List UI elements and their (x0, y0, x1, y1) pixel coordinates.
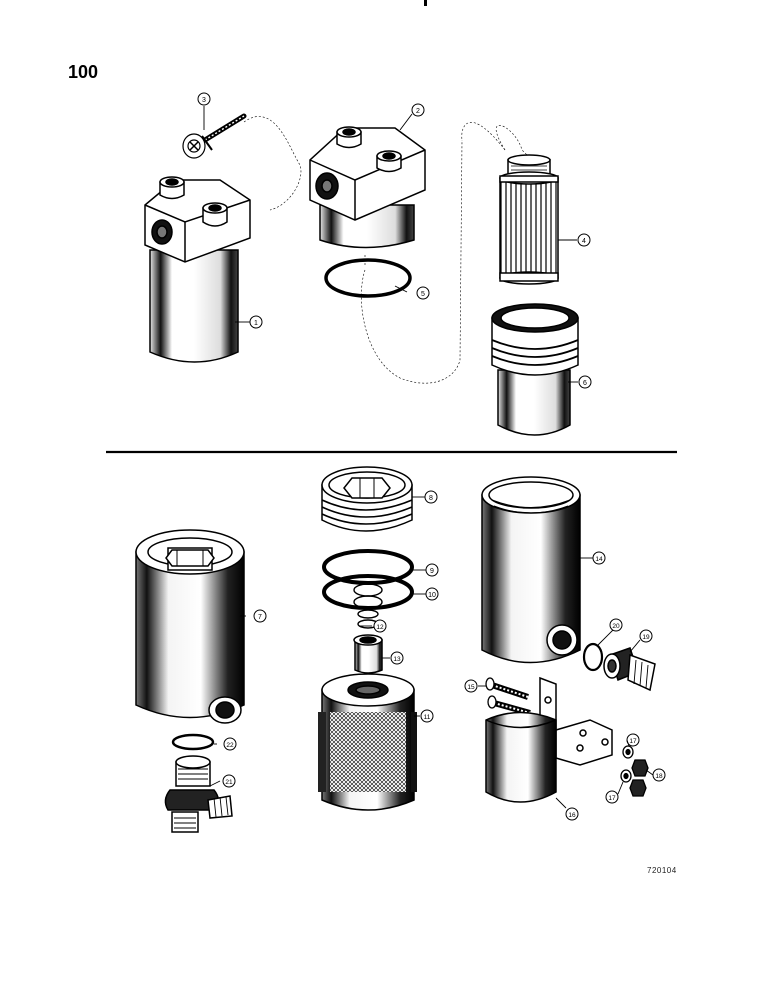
svg-text:10: 10 (428, 592, 436, 599)
filter-element-4 (499, 154, 559, 285)
svg-text:18: 18 (655, 773, 663, 780)
bolts-16 (485, 677, 531, 716)
svg-text:19: 19 (642, 634, 650, 641)
svg-text:17: 17 (629, 738, 637, 745)
svg-text:17: 17 (608, 795, 616, 802)
callout-12: 12 (373, 619, 387, 633)
svg-text:4: 4 (582, 238, 586, 245)
svg-text:7: 7 (258, 614, 262, 621)
tee-fitting-21 (164, 755, 233, 833)
callout-16: 15 (464, 679, 478, 693)
svg-text:20: 20 (612, 623, 620, 630)
mounting-strap-15 (485, 676, 613, 803)
callout-21: 21 (222, 774, 236, 788)
svg-text:3: 3 (202, 97, 206, 104)
callout-9: 9 (425, 563, 439, 577)
ring-10 (322, 574, 414, 610)
svg-text:1: 1 (254, 320, 258, 327)
o-ring-20 (582, 642, 604, 672)
nut-leader-lines (617, 739, 654, 795)
filter-housing-7 (135, 529, 245, 724)
callout-11: 11 (420, 709, 434, 723)
ring-9 (322, 549, 414, 585)
callout-13: 13 (390, 651, 404, 665)
callout-14: 14 (592, 551, 606, 565)
filter-element-11 (318, 673, 417, 811)
callout-1: 1 (249, 315, 263, 329)
svg-text:8: 8 (429, 495, 433, 502)
callout-19: 19 (639, 629, 653, 643)
svg-text:2: 2 (416, 108, 420, 115)
filter-bowl-6 (491, 303, 579, 436)
svg-text:21: 21 (225, 779, 233, 786)
callout-10: 10 (425, 587, 439, 601)
drawing-code: 720104 (647, 866, 677, 875)
callout-15: 16 (565, 807, 579, 821)
svg-text:16: 16 (568, 812, 576, 819)
nuts-washers-17-18 (620, 745, 649, 797)
callout-4: 4 (577, 233, 591, 247)
callout-7: 7 (253, 609, 267, 623)
callout-22: 22 (223, 737, 237, 751)
callout-6: 6 (578, 375, 592, 389)
top-edge-mark (424, 0, 427, 6)
o-ring-5 (324, 258, 412, 298)
callout-20: 20 (609, 618, 623, 632)
callout-bubbles: 3 2 4 5 1 6 8 9 10 12 13 11 7 14 20 19 1… (197, 92, 666, 821)
callout-leaders (203, 106, 641, 809)
center-tube-13 (353, 634, 383, 674)
svg-text:9: 9 (430, 568, 434, 575)
svg-text:12: 12 (376, 624, 384, 631)
page-number: 100 (68, 62, 99, 82)
filter-head-2 (309, 126, 426, 249)
svg-text:13: 13 (393, 656, 401, 663)
elbow-fitting-19 (603, 647, 656, 692)
callout-5: 5 (416, 286, 430, 300)
callout-2: 2 (411, 103, 425, 117)
callout-17b: 17 (605, 790, 619, 804)
svg-text:6: 6 (583, 380, 587, 387)
filter-assembly-1 (144, 176, 251, 363)
housing-14 (481, 476, 581, 664)
svg-text:22: 22 (226, 742, 234, 749)
housing-cap-8 (321, 466, 413, 532)
o-ring-22 (171, 733, 215, 751)
callout-3: 3 (197, 92, 211, 106)
svg-text:14: 14 (595, 556, 603, 563)
spring-12 (353, 583, 383, 629)
svg-text:15: 15 (467, 684, 475, 691)
svg-text:5: 5 (421, 291, 425, 298)
callout-8: 8 (424, 490, 438, 504)
restriction-indicator-3 (182, 113, 247, 159)
callout-18: 18 (652, 768, 666, 782)
svg-text:11: 11 (424, 714, 431, 721)
